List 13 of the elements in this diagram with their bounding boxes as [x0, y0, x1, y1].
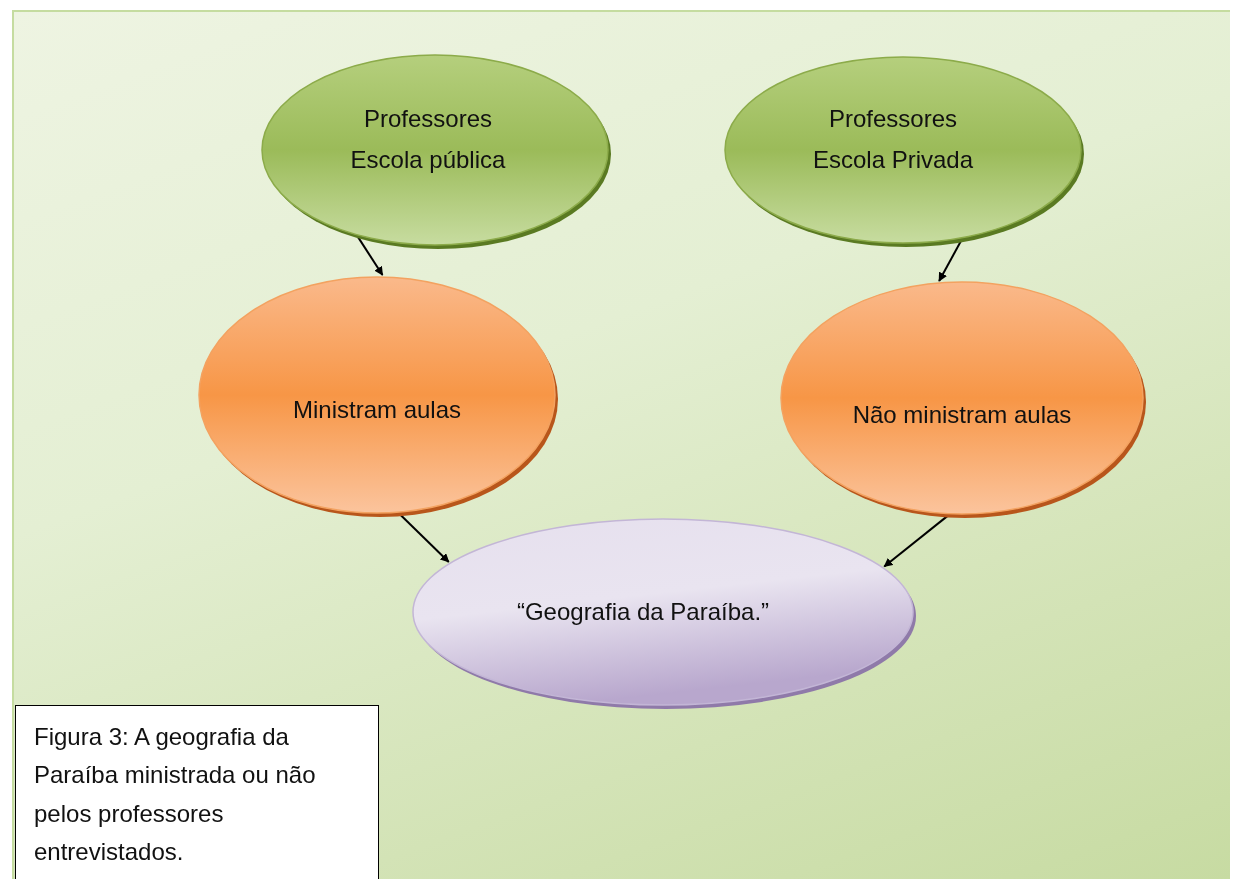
figure-caption: Figura 3: A geografia da Paraíba ministrada ou não pelos professores entrevistados.: [34, 722, 317, 868]
ellipse-node: [197, 275, 557, 515]
ellipse-node: [723, 55, 1083, 245]
ellipse-node: [260, 53, 610, 247]
ellipse-node: [779, 280, 1145, 516]
arrow: [398, 513, 450, 563]
arrow: [357, 236, 384, 277]
node-label: “Geografia da Paraíba.”: [515, 596, 771, 627]
node-label: Ministram aulas: [291, 394, 462, 425]
ellipse-node: [411, 517, 915, 707]
node-label: Professores Escola Privada: [811, 104, 975, 175]
node-label: Professores Escola pública: [349, 104, 507, 175]
node-label: Não ministram aulas: [851, 399, 1073, 430]
